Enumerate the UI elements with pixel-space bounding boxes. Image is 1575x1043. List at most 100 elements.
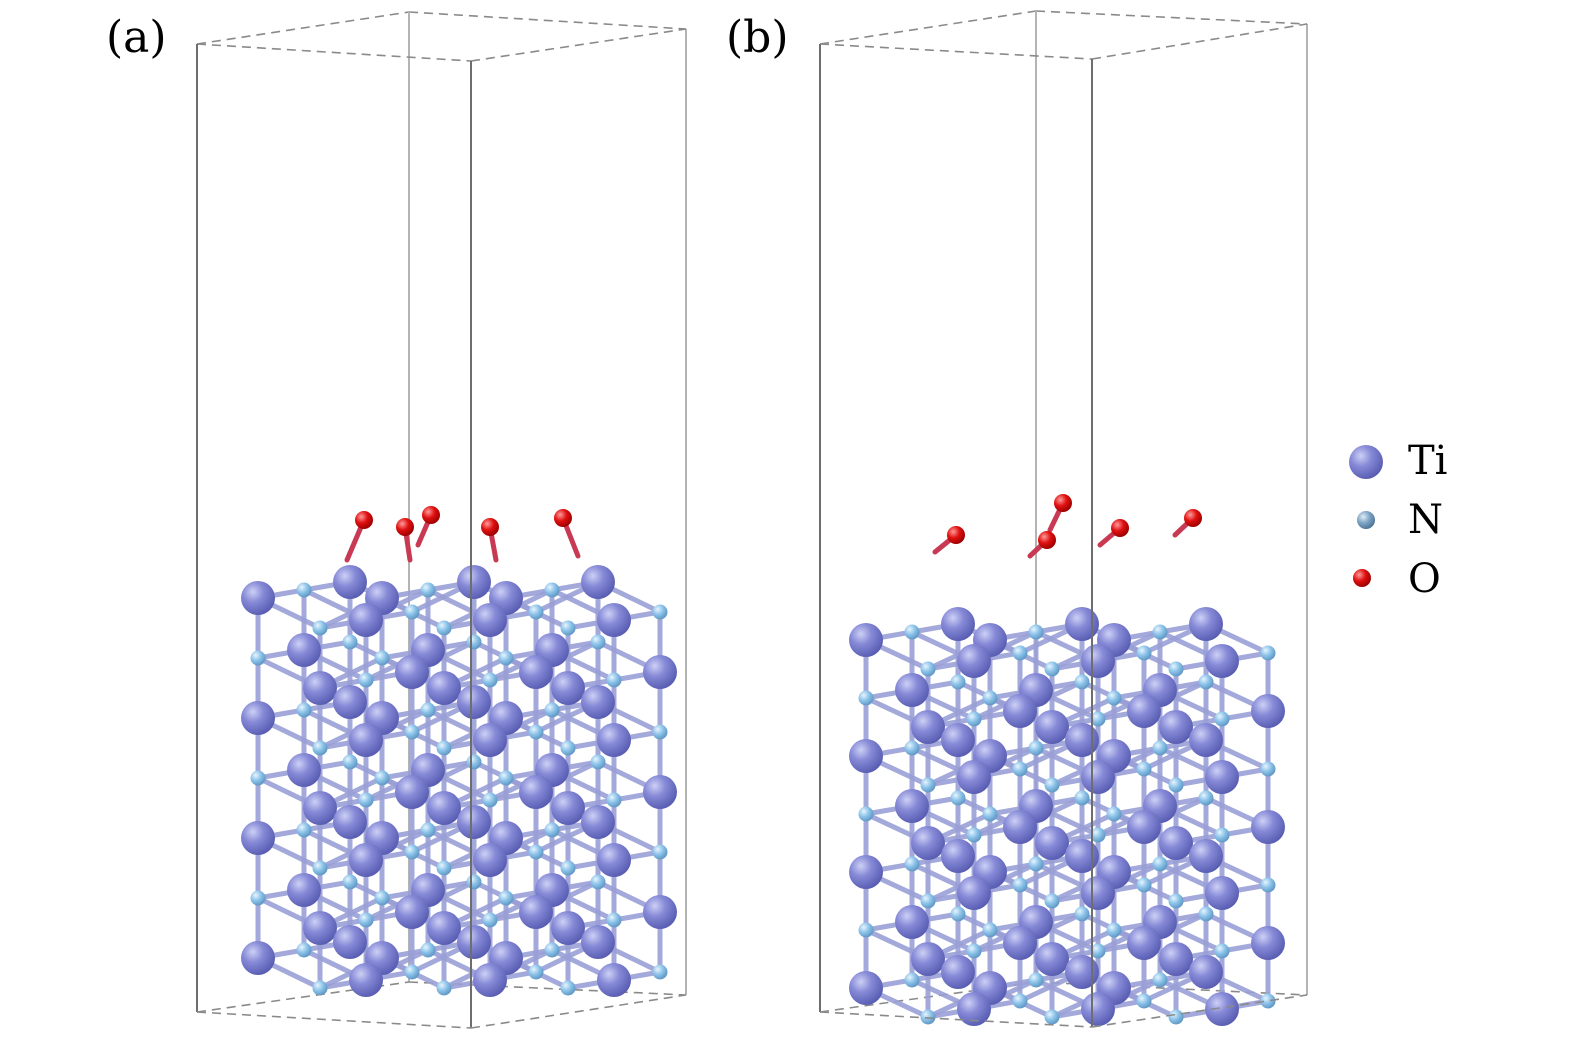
n-atom (904, 972, 920, 988)
n-atom (966, 827, 982, 843)
n-atom (482, 912, 498, 928)
n-atom (1012, 877, 1028, 893)
n-atom (1044, 893, 1060, 909)
ti-atom (333, 685, 367, 719)
panel-b-atoms (849, 607, 1285, 1026)
ti-atom (849, 855, 883, 889)
ti-atom (287, 873, 321, 907)
n-atom (1198, 790, 1214, 806)
n-atom (436, 620, 452, 636)
n-atom (544, 942, 560, 958)
n-atom (420, 702, 436, 718)
n-atom (1260, 877, 1276, 893)
ti-atom (1159, 942, 1193, 976)
ti-atom (581, 925, 615, 959)
n-atom (982, 922, 998, 938)
ti-atom (1159, 826, 1193, 860)
n-atom (498, 770, 514, 786)
n-atom (528, 604, 544, 620)
n-atom (1044, 661, 1060, 677)
ti-atom (1189, 955, 1223, 989)
ti-atom (457, 565, 491, 599)
o-atom (1038, 531, 1056, 549)
legend-item-n: N (1357, 497, 1443, 543)
n-atom (250, 770, 266, 786)
n-atom (950, 790, 966, 806)
ti-atom (597, 603, 631, 637)
n-atom (436, 740, 452, 756)
o-atom (947, 526, 965, 544)
panel-a-structure (196, 11, 687, 1029)
n-atom (312, 980, 328, 996)
ti-atom (895, 789, 929, 823)
ti-atom (457, 685, 491, 719)
legend-item-ti: Ti (1349, 438, 1447, 484)
n-atom (374, 770, 390, 786)
n-atom (374, 890, 390, 906)
n-atom (498, 890, 514, 906)
n-atom (982, 690, 998, 706)
ti-atom (519, 895, 553, 929)
n-atom (560, 620, 576, 636)
ti-atom (473, 603, 507, 637)
ti-atom (395, 655, 429, 689)
n-atom (858, 690, 874, 706)
o-atom (1184, 509, 1202, 527)
legend-label-n: N (1408, 497, 1443, 543)
ti-atom (1251, 810, 1285, 844)
n-atom (1260, 645, 1276, 661)
n-atom (528, 724, 544, 740)
n-atom (982, 806, 998, 822)
ti-atom (303, 671, 337, 705)
panel-a-label: (a) (106, 12, 167, 63)
ti-atom (849, 623, 883, 657)
n-atom (1090, 827, 1106, 843)
n-atom (358, 792, 374, 808)
n-atom (1214, 827, 1230, 843)
n-atom (1012, 761, 1028, 777)
atom-legend: Ti N O (1349, 438, 1447, 602)
ti-atom (473, 723, 507, 757)
ti-atom (581, 565, 615, 599)
ti-atom (1127, 810, 1161, 844)
n-atom (606, 672, 622, 688)
n-atom (528, 844, 544, 860)
n-atom (404, 964, 420, 980)
ti-atom (473, 963, 507, 997)
n-atom (920, 661, 936, 677)
ti-atom (941, 607, 975, 641)
ti-atom (1003, 694, 1037, 728)
ti-atom (349, 963, 383, 997)
ti-atom (1127, 926, 1161, 960)
ti-atom (581, 805, 615, 839)
ti-atom (519, 655, 553, 689)
ti-atom (1189, 839, 1223, 873)
n-atom (904, 624, 920, 640)
ti-atom (333, 805, 367, 839)
ti-atom (1003, 926, 1037, 960)
ti-atom (303, 791, 337, 825)
n-atom (904, 740, 920, 756)
n-atom (342, 754, 358, 770)
ti-atom (911, 942, 945, 976)
o-atom (396, 518, 414, 536)
n-atom (1090, 943, 1106, 959)
legend-label-ti: Ti (1408, 438, 1447, 484)
ti-atom (643, 775, 677, 809)
ti-atom (1081, 876, 1115, 910)
n-atom (590, 874, 606, 890)
n-atom (560, 980, 576, 996)
n-atom (590, 754, 606, 770)
n-atom (904, 856, 920, 872)
n-atom (1012, 645, 1028, 661)
n-atom (1198, 674, 1214, 690)
ti-atom (395, 895, 429, 929)
ti-atom (349, 843, 383, 877)
o-atom (1054, 494, 1072, 512)
n-atom (250, 650, 266, 666)
ti-atom (1065, 723, 1099, 757)
n-atom (652, 604, 668, 620)
n-atom (296, 942, 312, 958)
n-atom (482, 792, 498, 808)
n-atom (1260, 993, 1276, 1009)
